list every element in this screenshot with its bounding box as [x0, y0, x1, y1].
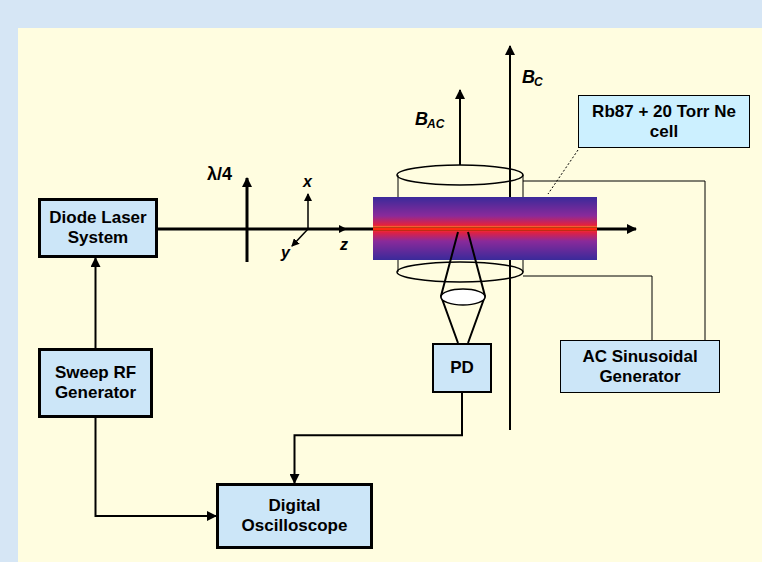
- waveplate-label: λ/4: [207, 165, 232, 183]
- node-text: PD: [450, 358, 474, 378]
- field-symbol: B: [415, 110, 428, 128]
- axis-label: y: [281, 245, 290, 261]
- laser-box: Diode Laser System: [38, 198, 158, 258]
- photodiode-box: PD: [432, 343, 492, 393]
- node-text: Diode Laser System: [46, 208, 150, 248]
- axis-label: z: [340, 237, 348, 253]
- oscilloscope-box: Digital Oscilloscope: [216, 483, 373, 549]
- node-text: Sweep RF Generator: [46, 363, 145, 403]
- node-text: Rb87 + 20 Torr Ne cell: [584, 102, 744, 142]
- field-symbol: B: [522, 68, 535, 86]
- signal-connector: [295, 393, 463, 483]
- field-subscript: C: [534, 76, 543, 88]
- field-subscript: AC: [427, 118, 444, 130]
- ac-generator-box: AC Sinusoidal Generator: [560, 340, 720, 393]
- node-text: AC Sinusoidal Generator: [566, 347, 714, 387]
- signal-connector: [96, 418, 217, 516]
- axis-label: x: [303, 174, 312, 190]
- node-text: Digital Oscilloscope: [224, 496, 365, 536]
- cell-callout-box: Rb87 + 20 Torr Ne cell: [578, 95, 750, 148]
- rf-generator-box: Sweep RF Generator: [38, 348, 153, 418]
- signal-connector: [95, 258, 97, 348]
